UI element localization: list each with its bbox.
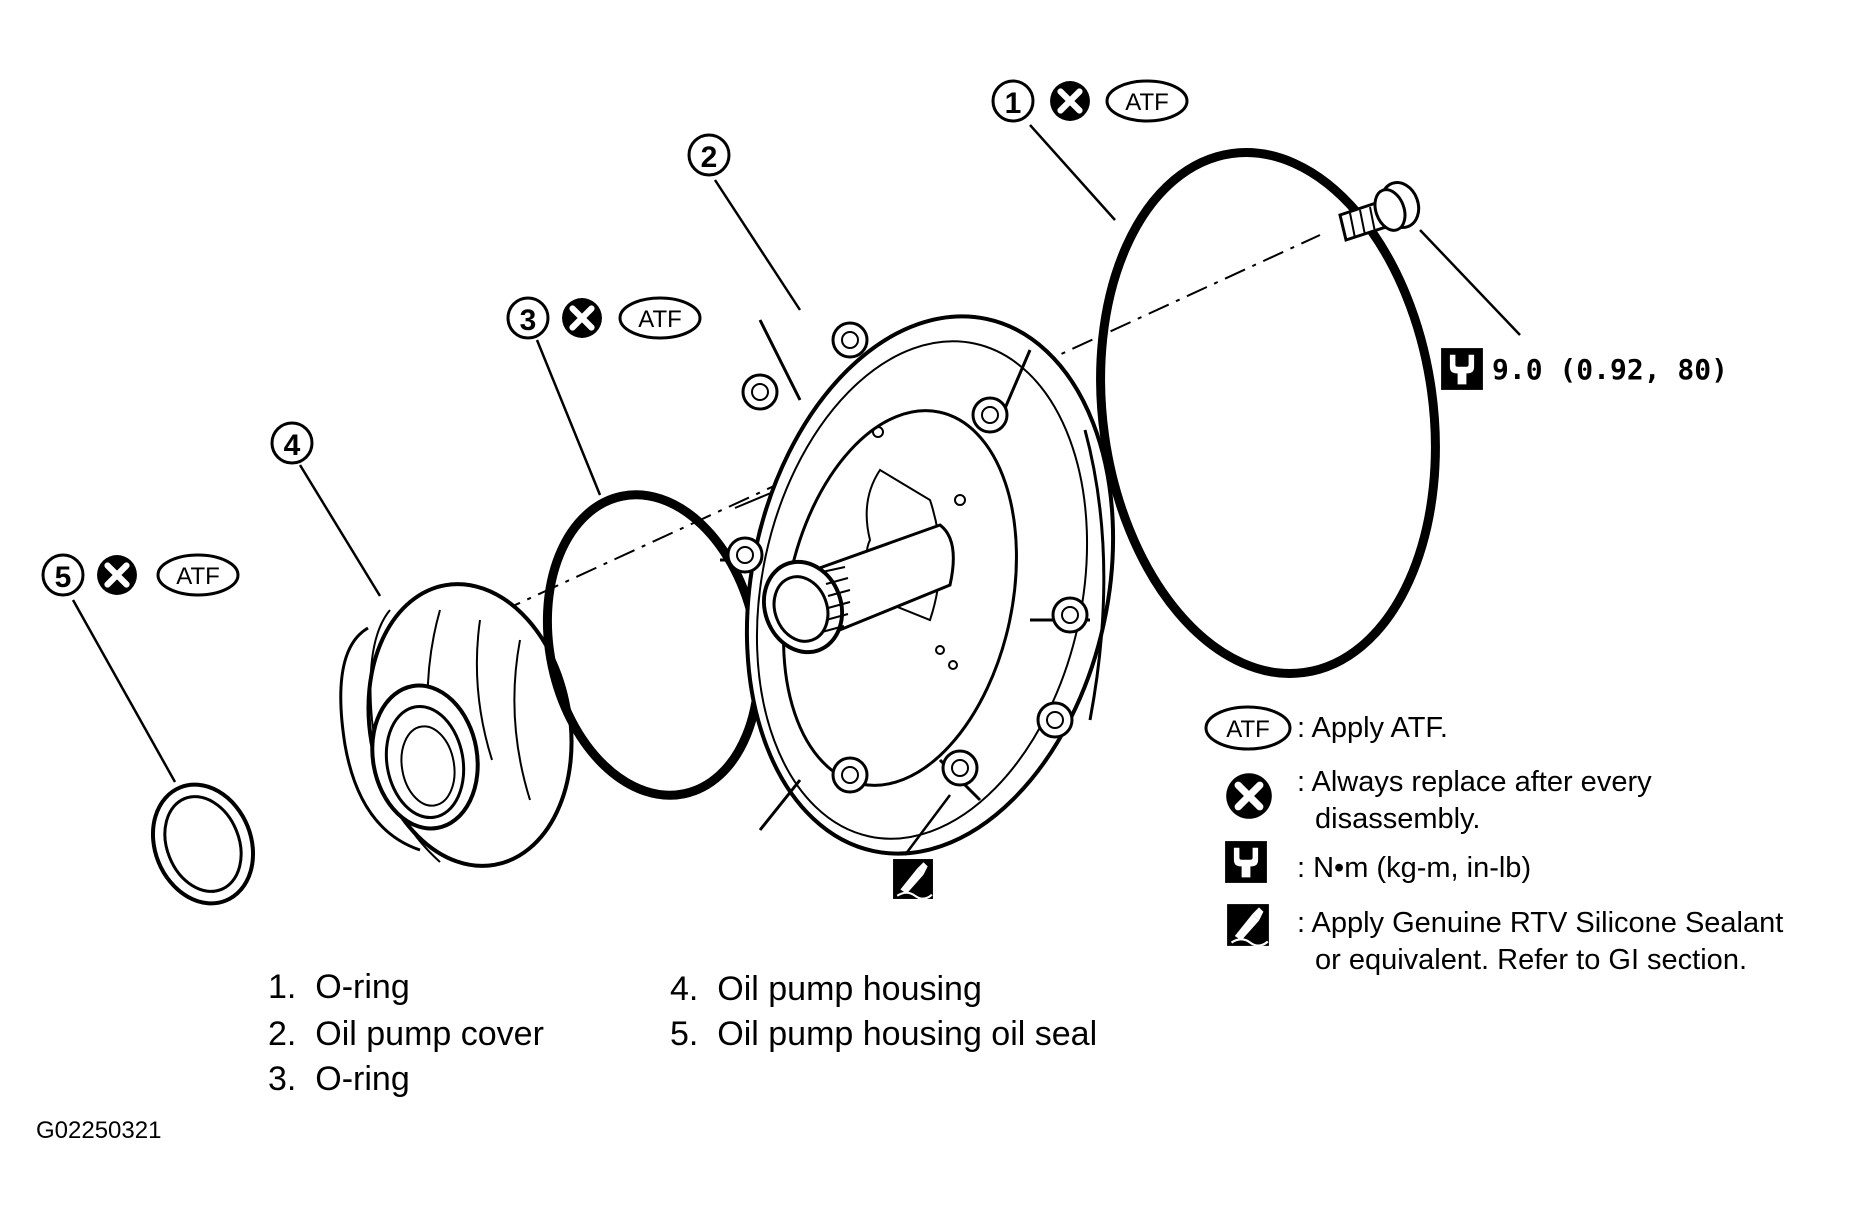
callout-4: 4 [270, 421, 314, 465]
legend-replace-line-1: : Always replace after every [1297, 766, 1652, 798]
figure-id: G02250321 [36, 1117, 162, 1144]
callout-number: 4 [284, 429, 301, 462]
x-in-circle-icon [562, 298, 602, 338]
x-in-circle-icon [1226, 773, 1272, 819]
sealant-tube-icon [892, 858, 934, 900]
oil-seal-part [150, 782, 256, 906]
x-in-circle-icon [1050, 81, 1090, 121]
sealant-tube-icon [1226, 903, 1270, 947]
torque-spec: 9.0 (0.92, 80) [1492, 353, 1728, 386]
part-number: 3. [268, 1060, 297, 1098]
callout-number: 5 [55, 561, 72, 594]
parts-list-item: 2. Oil pump cover [268, 1015, 544, 1054]
legend-sealant-text: : Apply Genuine RTV Silicone Sealant or … [1297, 905, 1783, 979]
part-name: Oil pump housing [717, 970, 982, 1008]
atf-badge: ATF [638, 306, 682, 333]
leader-lines [71, 124, 1521, 856]
part-number: 2. [268, 1015, 297, 1053]
part-number: 5. [670, 1015, 699, 1053]
parts-list-item: 1. O-ring [268, 968, 410, 1007]
callout-number: 2 [701, 141, 718, 174]
part-name: Oil pump cover [315, 1015, 544, 1053]
legend-atf-badge: ATF [1204, 705, 1292, 751]
callout-1: 1 ATF [991, 79, 1189, 123]
legend-replace-text: : Always replace after every disassembly… [1297, 764, 1652, 838]
svg-text:ATF: ATF [1226, 716, 1270, 743]
large-o-ring-part [1096, 148, 1440, 678]
part-name: O-ring [315, 968, 410, 1006]
atf-badge: ATF [176, 563, 220, 590]
wrench-torque-icon [1225, 841, 1267, 883]
callout-2: 2 [687, 133, 731, 177]
callout-5: 5 ATF [41, 553, 240, 597]
legend-sealant-line-1: : Apply Genuine RTV Silicone Sealant [1297, 907, 1784, 939]
legend-replace-line-2: disassembly. [1315, 803, 1481, 835]
callout-number: 1 [1005, 87, 1022, 120]
x-in-circle-icon [97, 555, 137, 595]
oil-pump-housing-part [339, 582, 574, 868]
callout-3: 3 ATF [506, 296, 702, 340]
parts-list-item: 4. Oil pump housing [670, 970, 982, 1009]
oil-pump-cover-part [720, 314, 1116, 856]
part-name: Oil pump housing oil seal [717, 1015, 1098, 1053]
part-number: 4. [670, 970, 699, 1008]
legend-sealant-line-2: or equivalent. Refer to GI section. [1315, 944, 1747, 976]
legend-atf-text: : Apply ATF. [1297, 712, 1448, 744]
atf-badge: ATF [1125, 89, 1169, 116]
part-name: O-ring [315, 1060, 410, 1098]
legend-torque-text: : N•m (kg-m, in-lb) [1297, 852, 1532, 884]
part-number: 1. [268, 968, 297, 1006]
bolt-part [1338, 181, 1421, 242]
parts-list-item: 3. O-ring [268, 1060, 410, 1099]
callout-number: 3 [520, 304, 537, 337]
wrench-torque-icon [1441, 348, 1483, 390]
parts-list-item: 5. Oil pump housing oil seal [670, 1015, 1097, 1054]
